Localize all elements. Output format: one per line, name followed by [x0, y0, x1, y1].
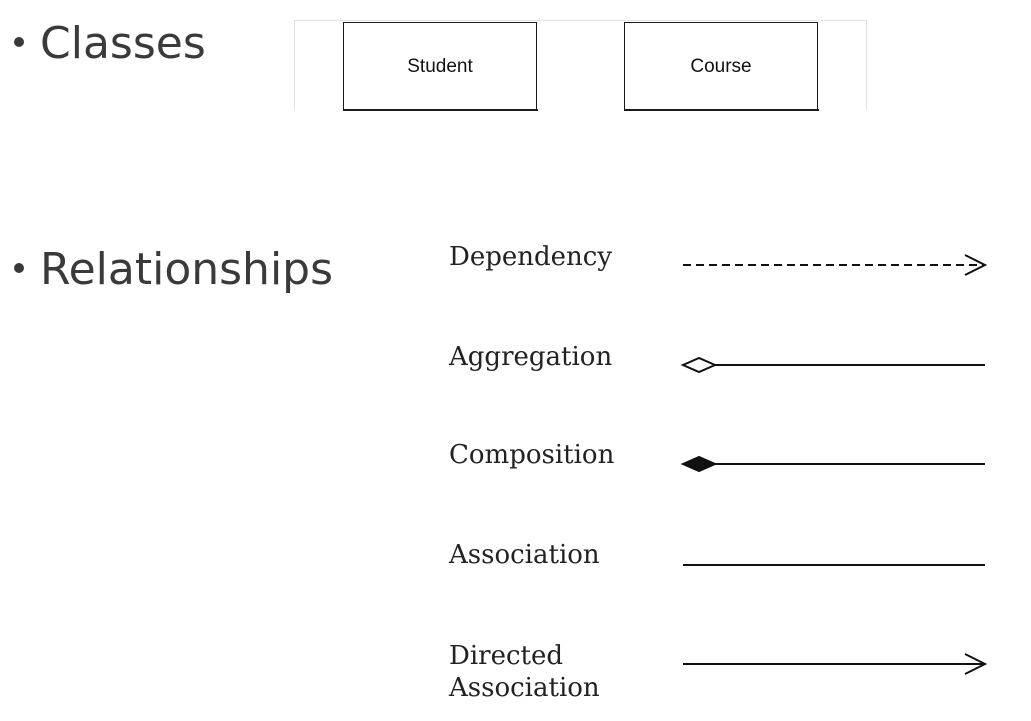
relationship-label-dependency: Dependency — [449, 242, 613, 272]
bullet-classes: Classes — [14, 22, 206, 66]
bullet-relationships-text: Relationships — [40, 244, 334, 295]
dependency-arrowhead-icon — [964, 254, 988, 276]
classes-diagram: Student Course — [294, 20, 867, 111]
directed-association-arrowhead-icon — [964, 653, 988, 675]
class-name-student: Student — [407, 55, 473, 77]
bullet-dot-icon — [14, 263, 24, 273]
relationship-label-aggregation: Aggregation — [449, 342, 613, 372]
bullet-dot-icon — [14, 37, 24, 47]
class-name-course: Course — [690, 55, 752, 77]
class-box-student: Student — [342, 22, 538, 111]
composition-diamond-icon — [680, 455, 718, 473]
relationship-label-directed-line2: Association — [449, 673, 600, 703]
relationship-label-composition: Composition — [449, 440, 615, 470]
aggregation-diamond-icon — [680, 356, 718, 374]
class-box-course: Course — [623, 22, 819, 111]
bullet-relationships: Relationships — [14, 248, 333, 292]
relationship-label-directed-association: Directed Association — [449, 640, 600, 704]
bullet-classes-text: Classes — [40, 18, 206, 69]
relationship-label-association: Association — [449, 540, 600, 570]
relationship-label-directed-line1: Directed — [449, 641, 564, 671]
